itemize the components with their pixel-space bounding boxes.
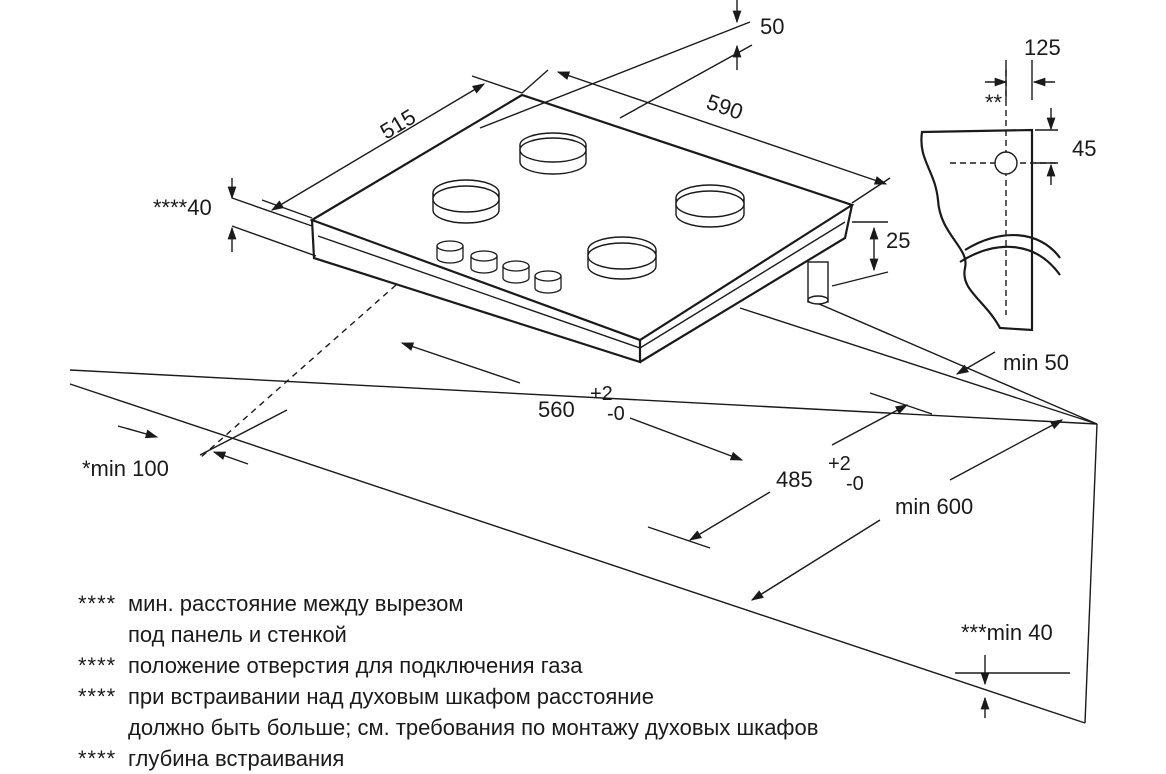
dim-cutout-depth-tol-plus: +2 (828, 453, 851, 475)
cutout-edge-dashed (199, 284, 397, 459)
dim-min-front-label: ***min 40 (961, 620, 1053, 645)
footnote-4: **** глубина встраивания (78, 743, 978, 774)
dim-cutout-width-tol-minus: -0 (607, 403, 625, 425)
hob-side-edge (639, 204, 854, 363)
knob-3 (502, 260, 530, 284)
dim-side-distance: *min 100 (82, 409, 288, 481)
gas-connector (807, 261, 829, 305)
dim-min-back-label: min 50 (1003, 350, 1069, 375)
footnote-text: при встраивании над духовым шкафом расст… (128, 684, 654, 709)
dim-min-depth: min 600 (750, 419, 1064, 601)
dim-gas-offset-mark: ** (985, 90, 1003, 115)
dim-min-back: min 50 (955, 350, 1069, 375)
footnote-mark: **** (78, 653, 117, 678)
control-knobs (436, 240, 562, 294)
dim-flange-label: 50 (760, 14, 784, 39)
dim-width-label: 590 (703, 89, 746, 125)
footnote-text: положение отверстия для подключения газа (128, 653, 583, 678)
dim-side-distance-label: *min 100 (82, 456, 169, 481)
knob-1 (436, 240, 464, 264)
dim-cutout-depth-tol-minus: -0 (846, 473, 864, 495)
dim-min-depth-label: min 600 (895, 494, 973, 519)
dim-cutout-depth: 485 +2 -0 (647, 392, 933, 549)
dim-wall-distance: ****40 (153, 178, 317, 257)
footnote-mark: **** (78, 684, 117, 709)
burner-back (519, 132, 587, 175)
knob-4 (534, 270, 562, 294)
dim-cutout-width-tol-plus: +2 (590, 383, 613, 405)
dim-cutout-depth-label: 485 (776, 467, 813, 492)
dim-gas-offset-label: 125 (1024, 35, 1061, 60)
burner-front (587, 236, 657, 280)
dim-height: 25 (831, 221, 910, 287)
hob-front-edge (310, 219, 642, 364)
dim-depth-label: 515 (376, 104, 420, 144)
dim-flange: 50 (479, 0, 784, 129)
side-profile-detail: 125 ** 45 (920, 35, 1096, 332)
footnotes: **** мин. расстояние между вырезом под п… (78, 588, 978, 774)
footnote-3: **** при встраивании над духовым шкафом … (78, 681, 978, 743)
countertop (69, 299, 1098, 724)
footnote-1: **** мин. расстояние между вырезом под п… (78, 588, 978, 650)
burner-right (675, 184, 745, 228)
dim-cutout-width-label: 560 (538, 397, 575, 422)
footnote-text: должно быть больше; см. требования по мо… (128, 715, 819, 740)
footnote-mark: **** (78, 746, 117, 771)
knob-2 (470, 250, 498, 274)
dim-cutout-width: 560 +2 -0 (400, 342, 744, 461)
footnote-mark: **** (78, 591, 117, 616)
footnote-text: под панель и стенкой (128, 622, 347, 647)
footnote-2: **** положение отверстия для подключения… (78, 650, 978, 681)
dim-gas-height-label: 45 (1072, 136, 1096, 161)
burner-left (432, 179, 500, 224)
dim-min-front: ***min 40 (955, 620, 1070, 718)
footnote-text: глубина встраивания (128, 746, 345, 771)
dim-height-label: 25 (886, 228, 910, 253)
dim-wall-distance-label: ****40 (153, 195, 212, 220)
footnote-text: мин. расстояние между вырезом (128, 591, 464, 616)
